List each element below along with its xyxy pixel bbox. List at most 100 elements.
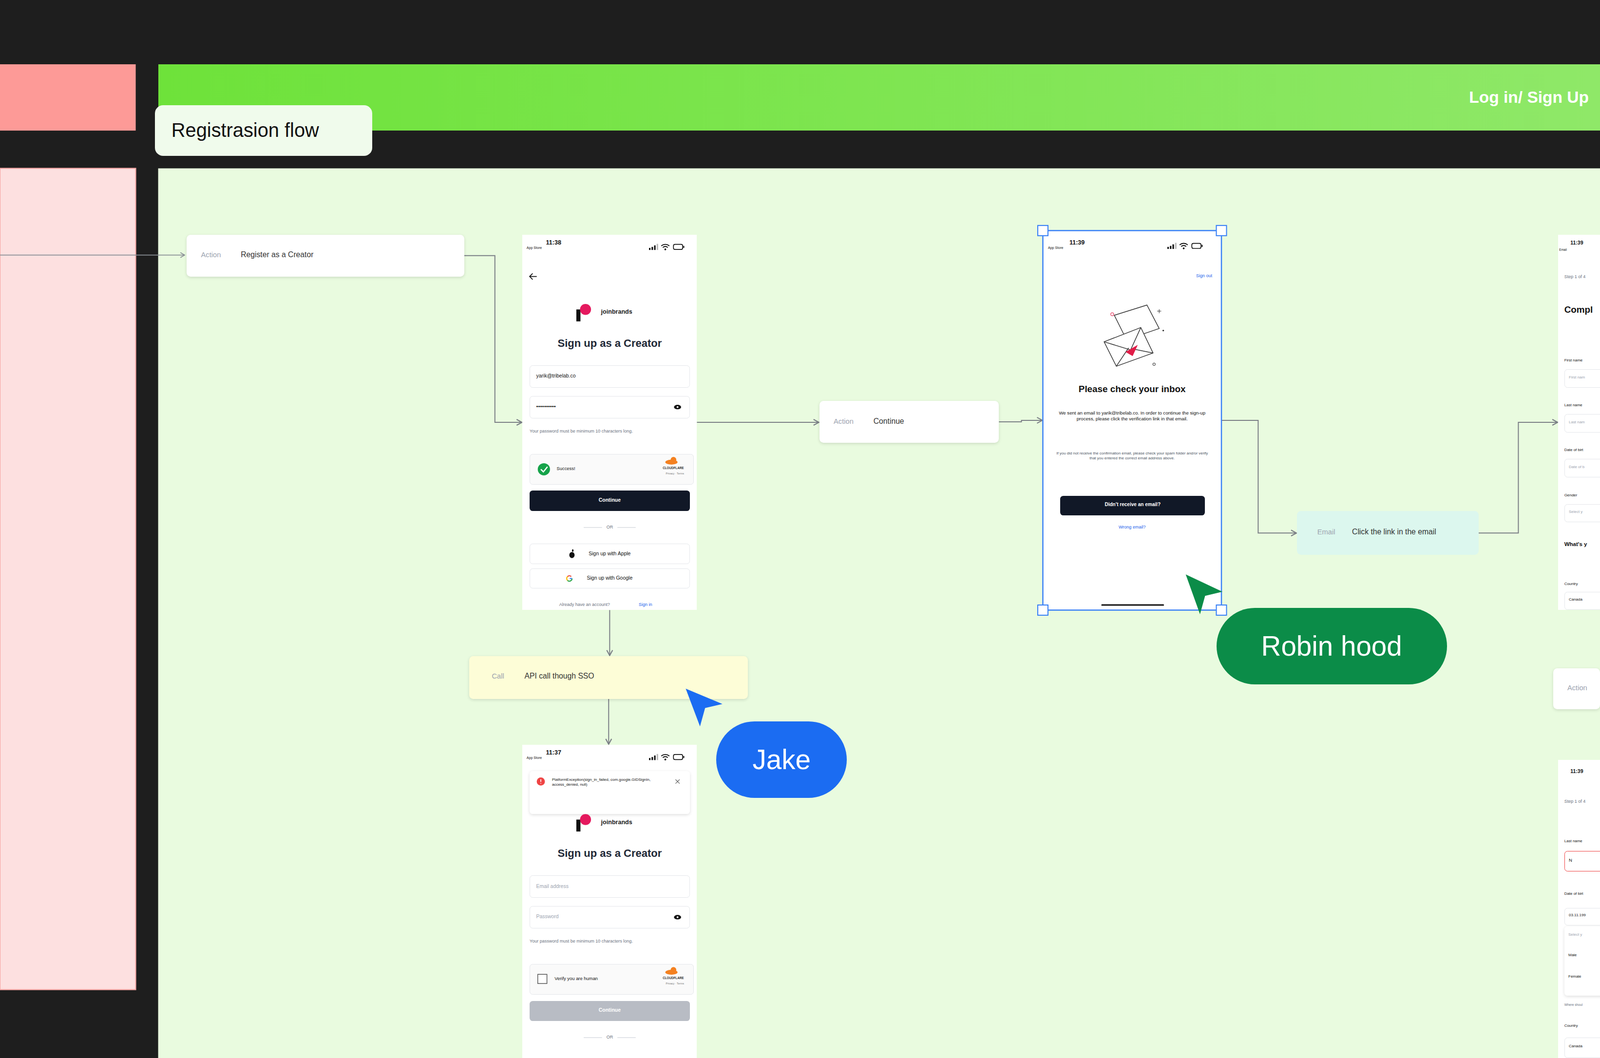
node-label: Sign out [1196,273,1213,280]
node-label: Sign up with Apple [530,550,690,558]
google-icon [569,577,572,579]
node-label: joinbrands [601,818,633,827]
captcha-widget: Success!CLOUDFLAREPrivacy · Terms [529,454,694,485]
status-bar [1167,242,1203,249]
node-label: Date of birt [1564,891,1584,897]
envelope-illustration [1125,344,1138,357]
flow-connector [1478,422,1558,534]
eye-icon [676,406,679,409]
input-field-error: N [1564,851,1600,872]
node-label: Continue [529,496,690,504]
node-label: What's y [1564,540,1588,549]
input-field: Date of b [1564,458,1600,478]
envelope-illustration [1104,327,1154,367]
node-label: Sign up with Google [530,574,690,582]
node-label: First name [1564,358,1583,363]
node-label: Log in/ Sign Up [1468,86,1589,109]
email-step: EmailClick the link in the email [1296,511,1479,555]
select-field: Canada [1564,591,1600,611]
envelope-illustration [1157,309,1162,314]
status-bar [648,242,1203,761]
envelope-illustration [1104,327,1141,350]
select-field: Select y [1564,504,1600,523]
dropdown-menu: Select yMaleFemale [1564,926,1600,996]
action-step: ActionContinue [819,400,1000,443]
sso-button: Sign up with Google [529,568,690,590]
check-icon [537,463,551,476]
node-label: Email [1317,527,1336,537]
brand-logo [576,304,591,322]
node-label: OR [522,1034,697,1041]
node-label: Registrasion flow [171,117,320,144]
flow-connector [464,255,522,423]
input-field: Last nam [1564,414,1600,433]
node-label: Sign up as a Creator [522,336,697,351]
eye-icon [676,916,679,919]
node-label: Step 1 of 4 [1564,274,1586,281]
node-label: 11:39 [1570,768,1583,776]
envelope-illustration [1104,304,1160,367]
eye-icon [673,404,682,920]
google-icon [567,578,572,582]
input-field: •••••••••• [529,396,690,419]
cursor-pointer [685,688,723,727]
node-label: Select y [1568,509,1583,515]
eye-icon [673,404,682,410]
node-label: Canada [1568,1044,1583,1049]
node-label: yarik@tribelab.co [536,372,576,380]
node-label: Country [1564,1023,1579,1029]
node-label: Select y [1568,932,1582,938]
eye-icon [673,914,682,920]
node-label: Male [1568,952,1577,958]
brand-logo [576,814,591,832]
screen-mockup: 11:39EmailStep 1 of 4ComplFirst nameLast… [1558,234,1600,611]
node-label: Jake [716,742,847,779]
node-label: App Store [526,246,543,251]
node-label: App Store [1047,246,1064,251]
cursor-name-tag: Jake [716,721,847,799]
check-icon [537,463,551,476]
node-label: Sign in [638,602,653,609]
node-label: Success! [556,465,575,472]
selection-frame [1037,605,1048,616]
google-icon [567,575,572,577]
apple-icon [569,552,575,559]
node-label: Action [201,250,222,260]
envelope-illustration [1162,329,1164,332]
node-label: Call [491,671,504,682]
screen-mockup: 11:37App StorejoinbrandsSign up as a Cre… [522,744,697,1058]
node-label: Country [1564,581,1579,587]
apple-icon [571,549,574,552]
cursor-name-tag: Robin hood [1216,608,1448,685]
close-icon [675,779,680,784]
envelope-illustration [1104,304,1164,367]
node-label: Continue [529,1007,690,1014]
input-field: Password [529,906,690,929]
node-label: Where shoul [1564,1003,1583,1008]
node-label: joinbrands [601,307,633,316]
node-label: Last nam [1568,419,1585,425]
section-panel [0,168,136,991]
node-label: OR [522,524,697,531]
divider-line [583,1037,636,1038]
node-label: Privacy · Terms [666,982,685,986]
screen-mockup: 11:39App StoreSign outPlease check your … [1042,230,1222,610]
home-indicator [1102,604,1164,606]
back-arrow [529,273,537,280]
incoming-connector [0,254,185,256]
selection-frame [1037,225,1227,616]
error-toast: PlatformException(sign_in_failed, com.go… [529,771,690,815]
node-label: Register as a Creator [240,249,314,260]
envelope-illustration [1110,312,1114,316]
node-label: 11:38 [545,238,561,247]
node-label: API call though SSO [524,671,595,682]
node-label: 11:37 [545,748,561,757]
checkbox [537,974,548,984]
node-label: Verify you are human [554,975,598,982]
disabled-button: Continue [529,1001,690,1022]
node-label: Your password must be minimum 10 charact… [529,428,683,435]
node-label: If you did not receive the confirmation … [1052,451,1212,462]
node-label: PlatformException(sign_in_failed, com.go… [552,777,673,788]
selection-frame [1216,225,1227,236]
